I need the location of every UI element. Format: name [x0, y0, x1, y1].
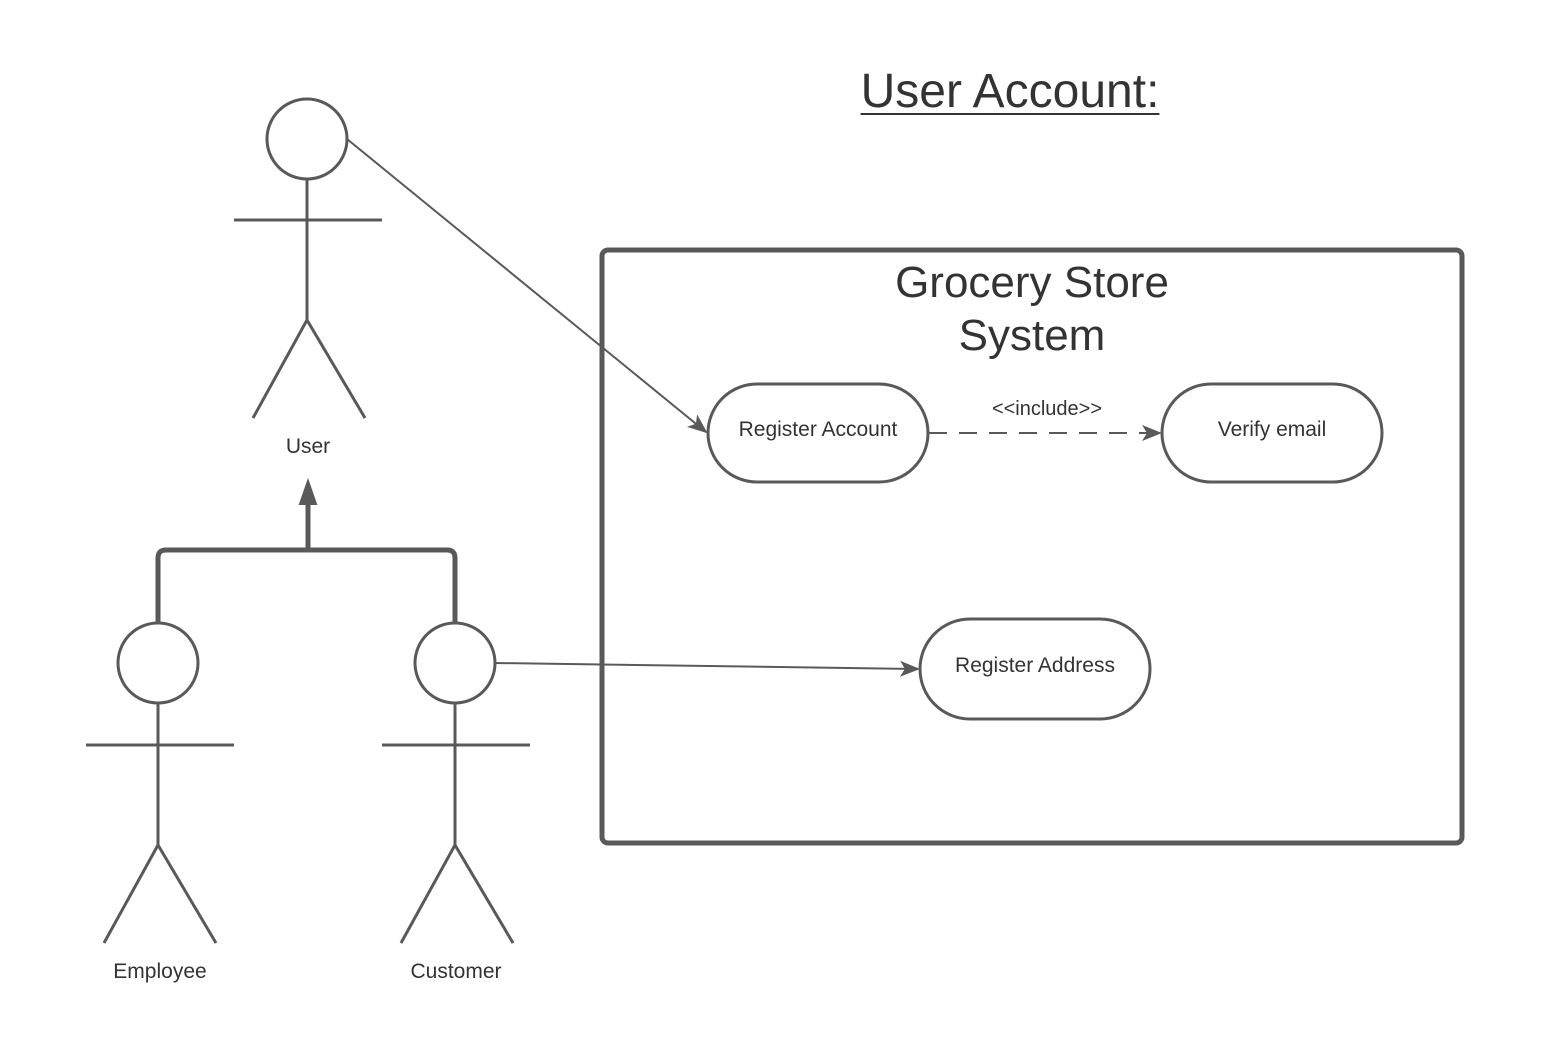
system-title-line2: System: [958, 311, 1106, 360]
actor-customer-head: [413, 621, 497, 705]
actor-user[interactable]: [234, 97, 382, 419]
actor-customer[interactable]: [382, 621, 530, 944]
usecase-register-address-label: Register Address: [955, 654, 1115, 677]
actor-customer-left-leg: [399, 844, 457, 944]
usecase-register-address[interactable]: [918, 617, 1152, 721]
system-boundary[interactable]: [599, 247, 1465, 846]
actor-user-left-leg: [251, 319, 309, 419]
system-title-line1: Grocery Store: [895, 258, 1169, 307]
system-title: Grocery Store System: [832, 256, 1232, 362]
page-title: User Account:: [860, 65, 1160, 118]
actor-customer-label: Customer: [410, 960, 502, 983]
association-customer-register-address[interactable]: [494, 660, 920, 677]
actor-customer-right-leg: [453, 844, 515, 944]
actor-employee-left-leg: [102, 844, 160, 944]
actor-employee-label: Employee: [113, 960, 207, 983]
generalization-connector[interactable]: [155, 490, 458, 623]
usecase-verify-email-label: Verify email: [1217, 418, 1327, 441]
actor-employee-right-leg: [156, 844, 218, 944]
actor-user-head: [265, 97, 349, 181]
actor-employee-head: [116, 621, 200, 705]
association-user-register-account[interactable]: [346, 138, 708, 434]
actor-user-right-leg: [305, 319, 367, 419]
usecase-register-account-label: Register Account: [738, 418, 898, 441]
actor-employee[interactable]: [86, 621, 234, 944]
usecase-register-account[interactable]: [706, 382, 930, 484]
generalization-arrowhead: [298, 477, 318, 505]
usecase-verify-email[interactable]: [1160, 382, 1384, 484]
actor-user-label: User: [285, 435, 331, 458]
include-stereotype-label: <<include>>: [991, 398, 1103, 420]
